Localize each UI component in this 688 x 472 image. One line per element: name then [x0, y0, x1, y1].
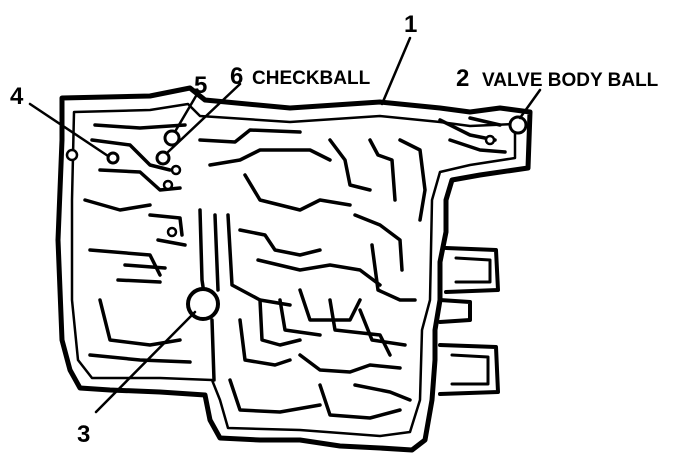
valve-body-inner-rim — [70, 102, 517, 438]
callout-labels: 1 2 VALVE BODY BALL 3 4 5 6 CHECKBALL — [10, 11, 659, 448]
leader-6 — [166, 82, 242, 154]
ball-2 — [508, 115, 528, 135]
leader-3 — [94, 310, 197, 414]
checkballs — [65, 115, 528, 321]
callout-2-text: VALVE BODY BALL — [482, 70, 659, 91]
callout-6-text: CHECKBALL — [252, 68, 371, 89]
leader-4 — [28, 102, 110, 158]
callout-4-number: 4 — [10, 83, 24, 110]
leader-5 — [174, 94, 198, 132]
callout-5-number: 5 — [194, 72, 207, 99]
callout-2-number: 2 — [456, 65, 469, 92]
callout-6-number: 6 — [230, 63, 243, 90]
callout-1-number: 1 — [404, 11, 417, 38]
leader-1 — [380, 36, 412, 106]
side-bosses — [438, 246, 500, 396]
valve-body-outline — [55, 85, 533, 453]
leader-lines — [28, 36, 542, 414]
leader-2 — [518, 88, 542, 120]
ball-4 — [106, 151, 120, 165]
callout-3-number: 3 — [77, 421, 90, 448]
ball-6 — [155, 150, 171, 166]
ball-5 — [163, 129, 181, 147]
